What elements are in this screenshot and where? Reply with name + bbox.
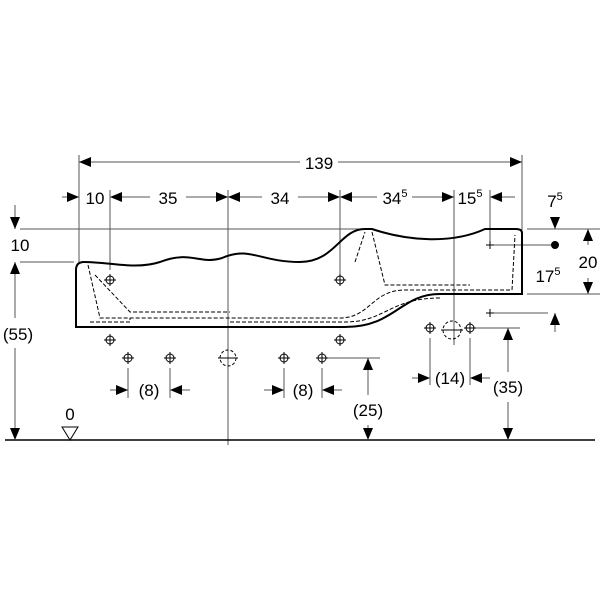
segment-label: 10	[86, 189, 105, 208]
segment-label: 155	[457, 188, 482, 208]
segment-label: 34	[271, 189, 290, 208]
drain-height-right-label: (35)	[493, 378, 523, 397]
segment-label: 345	[382, 188, 407, 208]
segment-label: 35	[159, 189, 178, 208]
overall-width-label: 139	[305, 154, 333, 173]
floor-level-triangle-icon	[61, 426, 79, 441]
hole-marker-icon	[486, 241, 494, 249]
right-height-label: 20	[579, 253, 598, 272]
hole-marker-icon	[316, 352, 328, 364]
right-inner-label: 175	[535, 266, 560, 286]
hole-spacing-right-label: (14)	[435, 369, 465, 388]
drain-marker-icon	[441, 320, 463, 340]
hole-spacing-mid-label: (8)	[293, 381, 314, 400]
hole-marker-icon	[104, 274, 116, 286]
hole-marker-icon	[122, 352, 134, 364]
hole-markers	[104, 241, 559, 367]
hole-marker-icon	[104, 334, 116, 346]
drain-height-left-label: (25)	[353, 401, 383, 420]
hole-marker-icon	[278, 352, 290, 364]
hole-marker-icon	[334, 274, 346, 286]
hole-marker-icon	[464, 322, 476, 334]
point-marker-icon	[551, 241, 559, 249]
dimension-labels: 139 10 35 34 345 155 75 20 175 10 (55) (…	[3, 152, 598, 424]
dimension-lines	[10, 157, 593, 440]
right-offset-label: 75	[547, 191, 563, 211]
washbasin-outline	[75, 228, 523, 328]
left-step-label: 10	[11, 236, 30, 255]
hole-marker-icon	[164, 352, 176, 364]
floor-level-label: 0	[65, 405, 74, 424]
hole-marker-icon	[334, 334, 346, 346]
hole-spacing-left-label: (8)	[139, 381, 160, 400]
left-height-label: (55)	[3, 325, 33, 344]
hole-marker-icon	[424, 322, 436, 334]
hole-marker-icon	[486, 309, 494, 317]
extension-lines	[20, 155, 600, 445]
drain-marker-icon	[218, 349, 238, 367]
